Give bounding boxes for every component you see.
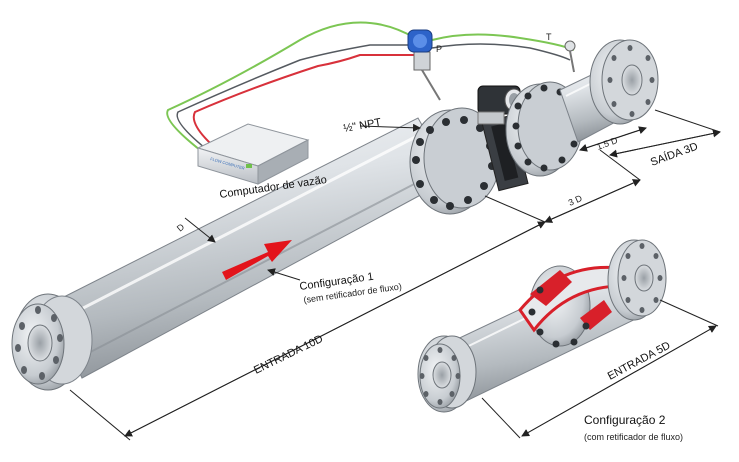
label-t: T: [546, 32, 552, 42]
pressure-transmitter: [407, 29, 441, 101]
flange-bolts: [412, 116, 496, 210]
signal-wires: [166, 21, 575, 153]
gray-wire: [176, 44, 425, 153]
label-entrada-10d: ENTRADA 10D: [252, 333, 325, 377]
label-config2-sub: (com retificador de fluxo): [584, 432, 683, 442]
label-entrada-5d: ENTRADA 5D: [606, 340, 673, 383]
label-saida-3d: SAÍDA 3D: [649, 140, 700, 169]
device-led: [246, 164, 252, 168]
green-wire: [166, 21, 416, 151]
label-15d: 1.5 D: [595, 135, 619, 152]
label-npt: ½" NPT: [342, 116, 382, 134]
flow-direction-arrow: [222, 240, 292, 280]
dimension-lines: [69, 109, 721, 441]
flange-bolt-holes: [15, 306, 63, 380]
red-wire: [192, 54, 430, 153]
flow-meter-body: [477, 85, 529, 192]
meter-flange-right: [505, 81, 583, 177]
flow-straightener: [518, 265, 631, 348]
config2-outlet-flange: [607, 239, 667, 321]
config2-dimension: [481, 299, 719, 439]
green-wire-right: [431, 33, 575, 51]
config2-inlet-flange: [417, 335, 477, 413]
label-d: D: [175, 221, 187, 233]
flow-computer: FLOW COMPUTER: [196, 123, 310, 185]
label-config2-title: Configuração 2: [584, 413, 666, 427]
label-p: P: [436, 44, 442, 54]
outlet-flange: [589, 39, 659, 125]
gray-wire-right: [431, 43, 571, 61]
main-inlet-pipe: [47, 117, 453, 379]
temperature-probe: [564, 40, 576, 73]
inlet-flange: [11, 293, 93, 391]
meter-flange-left: [409, 107, 501, 215]
